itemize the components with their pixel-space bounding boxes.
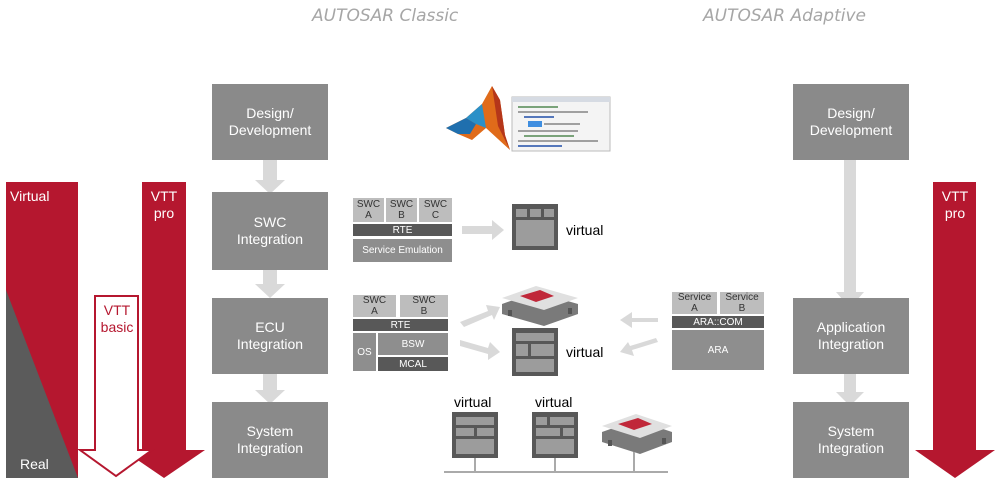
vtt-basic-arrow <box>76 295 156 478</box>
adaptive-design-development-box: Design/ Development <box>793 84 909 160</box>
network-bus <box>444 452 668 473</box>
classic-system-integration-box: System Integration <box>212 402 328 478</box>
adaptive-stack-ara: ARA <box>672 330 764 370</box>
vtt-pro-left-arrow <box>123 182 205 478</box>
matlab-logo-icon <box>446 86 510 150</box>
header-autosar-classic: AUTOSAR Classic <box>312 6 459 26</box>
swc-stack-swc-c: SWC C <box>419 198 452 222</box>
vtt-pro-right-arrow <box>915 182 995 478</box>
classic-design-development-box: Design/ Development <box>212 84 328 160</box>
ecu-stack-rte: RTE <box>353 319 448 331</box>
real-label: Real <box>20 456 49 472</box>
ecu-stack-swc-a: SWC A <box>353 295 396 317</box>
swc-stack-rte: RTE <box>353 224 452 236</box>
adaptive-stack-service-a: Service A <box>672 292 717 314</box>
header-autosar-adaptive: AUTOSAR Adaptive <box>703 6 867 26</box>
ecu-stack-os: OS <box>353 333 376 371</box>
hardware-ecu-icon-top <box>502 286 578 326</box>
adaptive-stack-service-b: Service B <box>720 292 764 314</box>
vtt-pro-left-label: VTT pro <box>150 188 178 221</box>
virtual-label-net1: virtual <box>454 394 492 410</box>
ecu-stack-bsw: BSW <box>378 333 448 355</box>
swc-stack-swc-a: SWC A <box>353 198 384 222</box>
vtt-pro-right-label: VTT pro <box>941 188 969 221</box>
code-editor-thumbnail <box>511 96 611 152</box>
adaptive-system-integration-box: System Integration <box>793 402 909 478</box>
virtual-ecu-icon-swc <box>512 204 558 250</box>
virtual-ecu-icon-ecu <box>512 328 558 376</box>
classic-swc-integration-box: SWC Integration <box>212 192 328 270</box>
swc-stack-service-emulation: Service Emulation <box>353 239 452 262</box>
ecu-stack-mcal: MCAL <box>378 357 448 371</box>
vtt-basic-label: VTT basic <box>100 302 134 335</box>
virtual-label-ecu: virtual <box>566 344 604 360</box>
virtual-real-bar <box>6 182 78 478</box>
virtual-ecu-icon-net2 <box>532 412 578 458</box>
classic-flow-arrows <box>255 160 864 406</box>
hardware-ecu-icon-net <box>602 414 672 454</box>
classic-ecu-integration-box: ECU Integration <box>212 298 328 374</box>
virtual-ecu-icon-net1 <box>452 412 498 458</box>
adaptive-stack-ara-com: ARA::COM <box>672 316 764 328</box>
adaptive-application-integration-box: Application Integration <box>793 298 909 374</box>
ecu-stack-swc-b: SWC B <box>400 295 448 317</box>
virtual-label: Virtual <box>10 188 50 204</box>
swc-stack-swc-b: SWC B <box>386 198 417 222</box>
virtual-label-swc: virtual <box>566 222 604 238</box>
virtual-label-net2: virtual <box>535 394 573 410</box>
